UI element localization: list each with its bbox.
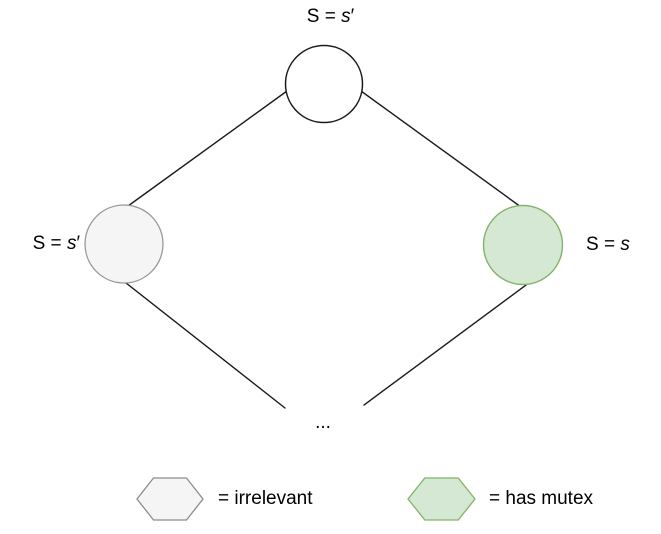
hexagon-swatch-has-mutex — [407, 477, 476, 521]
node-top-label-prime: ′ — [350, 6, 355, 27]
edge-top-to-right — [360, 90, 522, 208]
node-left-label-prime: ′ — [76, 233, 80, 254]
legend-label-irrelevant: = irrelevant — [218, 488, 313, 509]
node-right-has-mutex[interactable] — [482, 204, 564, 286]
hexagon-swatch-irrelevant — [136, 477, 204, 521]
node-top-label-prefix: S = — [306, 6, 342, 27]
edge-left-to-ellipsis — [125, 282, 286, 409]
edge-top-to-left — [127, 90, 288, 207]
node-top-label-variable: s — [341, 6, 351, 27]
node-left-irrelevant[interactable] — [84, 204, 164, 284]
node-left-label-variable: s — [66, 233, 77, 254]
node-left-label-prefix: S = — [32, 233, 67, 254]
ellipsis-label: ... — [315, 412, 331, 433]
node-right-label: S = s — [586, 234, 630, 256]
node-top[interactable] — [284, 44, 364, 124]
legend-label-has-mutex: = has mutex — [489, 488, 594, 509]
node-right-label-prefix: S = — [586, 234, 621, 255]
node-left-label: S = s′ — [0, 233, 80, 255]
edge-right-to-ellipsis — [363, 284, 527, 406]
node-top-label: S = s′ — [0, 6, 661, 28]
node-right-label-variable: s — [620, 234, 630, 255]
